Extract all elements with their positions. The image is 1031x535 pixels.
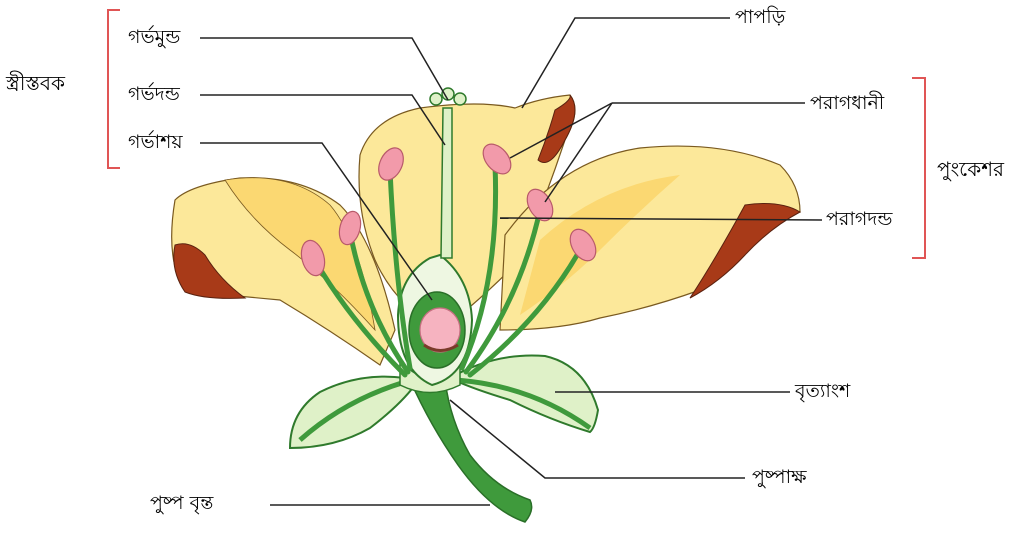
label-ovary: গর্ভাশয় xyxy=(128,131,183,153)
style xyxy=(441,108,452,258)
androecium-bracket xyxy=(912,78,925,258)
label-filament: পরাগদন্ড xyxy=(826,208,892,230)
petals xyxy=(172,95,800,365)
gynoecium-bracket xyxy=(108,10,120,168)
label-receptacle: পুষ্পাক্ষ xyxy=(752,466,806,488)
label-stigma: গর্ভমুন্ড xyxy=(128,26,180,48)
label-androecium: পুংকেশর xyxy=(937,158,1004,180)
label-petal: পাপড়ি xyxy=(735,6,785,28)
label-anther: পরাগধানী xyxy=(810,92,884,114)
label-style: গর্ভদন্ড xyxy=(128,83,180,105)
stigma xyxy=(430,88,466,105)
label-gynoecium: স্ত্রীস্তবক xyxy=(6,72,65,94)
label-pedicel: পুষ্প বৃন্ত xyxy=(150,492,213,514)
label-sepal: বৃত্যাংশ xyxy=(795,380,850,402)
